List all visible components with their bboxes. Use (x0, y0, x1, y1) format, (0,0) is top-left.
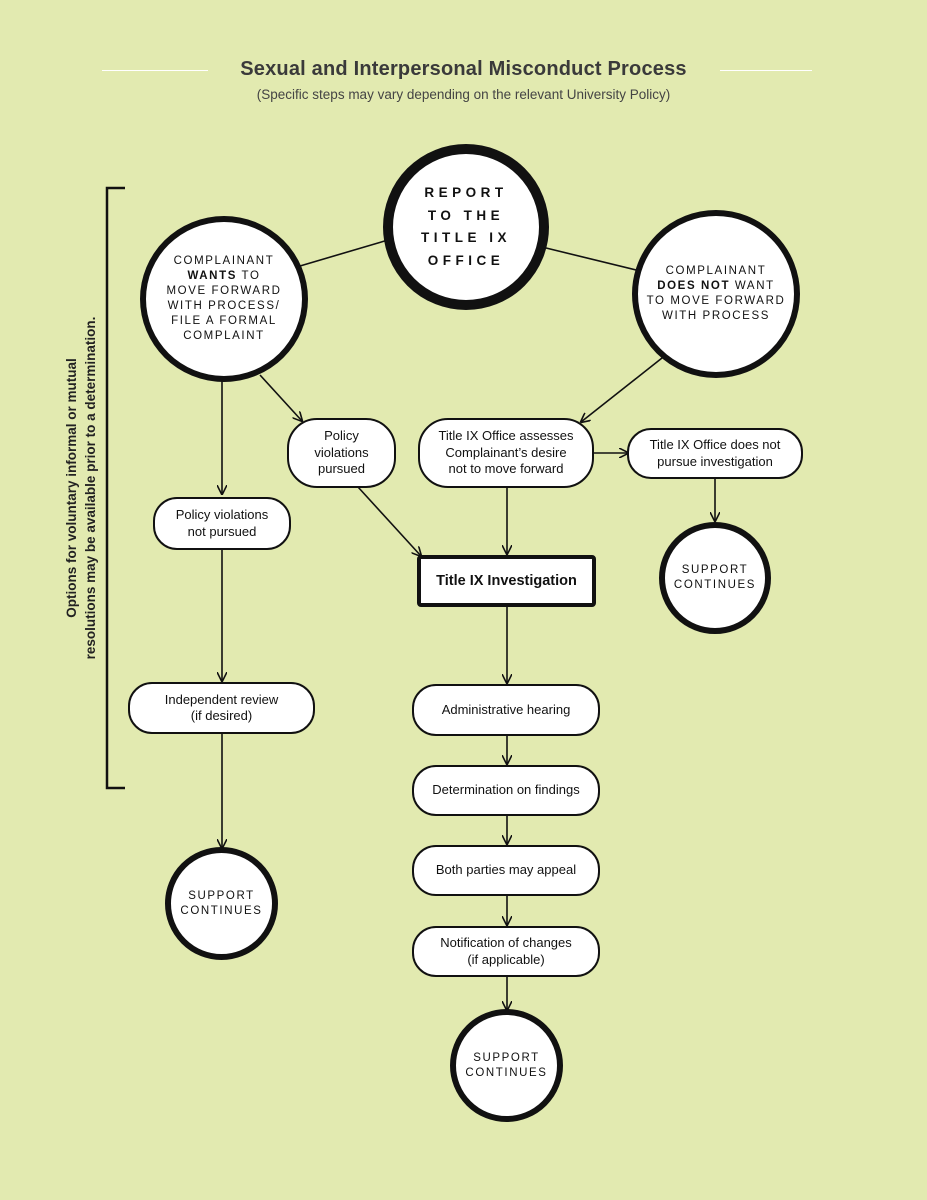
node-line: (if applicable) (467, 951, 545, 967)
node-line: Policy (324, 428, 359, 444)
support-line: CONTINUES (465, 1066, 548, 1079)
title-rule-right (720, 70, 812, 71)
side-bracket (105, 186, 125, 790)
doesnot-line-rest: WANT (730, 280, 775, 292)
support-continues-right: SUPPORT CONTINUES (659, 522, 771, 634)
node-line: (if desired) (190, 708, 253, 723)
doesnot-line: COMPLAINANT (665, 265, 767, 277)
wants-line: WANTS TO (166, 269, 281, 284)
report-circle: REPORT TO THE TITLE IX OFFICE (383, 144, 549, 310)
connector-report-wants (299, 239, 389, 267)
doesnot-line: DOES NOT WANT (647, 279, 786, 294)
report-line: TO THE (427, 207, 505, 223)
wants-line: WITH PROCESS/ (167, 300, 281, 312)
support-line: SUPPORT (473, 1051, 540, 1064)
wants-line: MOVE FORWARD (166, 285, 282, 297)
node-line: Independent review (164, 691, 279, 707)
node-line: violations (314, 444, 369, 460)
node-line: Complainant’s desire (445, 444, 567, 460)
determination-node: Determination on findings (412, 765, 600, 816)
arrow-wants-pursued (259, 374, 302, 421)
side-note-line1: Options for voluntary informal or mutual (64, 358, 79, 618)
arrow-pursued-investigation (357, 486, 421, 556)
page-subtitle: (Specific steps may vary depending on th… (256, 87, 671, 102)
administrative-hearing-node: Administrative hearing (412, 684, 600, 736)
support-line: CONTINUES (180, 904, 263, 917)
page-title: Sexual and Interpersonal Misconduct Proc… (240, 58, 687, 80)
doesnot-line: WITH PROCESS (661, 310, 770, 322)
title-ix-investigation-node: Title IX Investigation (417, 555, 596, 607)
assesses-node: Title IX Office assesses Complainant’s d… (418, 418, 594, 488)
node-line: Title IX Office does not (649, 437, 781, 452)
wants-line: FILE A FORMAL (171, 315, 277, 327)
appeal-node: Both parties may appeal (412, 845, 600, 896)
node-line: Notification of changes (440, 935, 572, 950)
support-line: CONTINUES (673, 579, 757, 591)
node-line: pursued (318, 461, 365, 477)
does-not-pursue-node: Title IX Office does not pursue investig… (627, 428, 803, 479)
complainant-wants-circle: COMPLAINANT WANTS TO MOVE FORWARD WITH P… (140, 216, 308, 382)
node-line: not to move forward (448, 461, 564, 477)
node-line: Policy violations (175, 507, 269, 522)
support-continues-bottom: SUPPORT CONTINUES (450, 1009, 563, 1122)
doesnot-emphasis: DOES NOT (657, 280, 731, 292)
report-line: OFFICE (427, 252, 505, 268)
wants-emphasis: WANTS (187, 270, 237, 282)
arrow-doesnot-assesses (581, 357, 663, 422)
wants-line: COMPLAINANT (173, 255, 275, 267)
wants-line: COMPLAINT (183, 330, 265, 342)
node-line: Title IX Office assesses (438, 428, 574, 444)
doesnot-line: TO MOVE FORWARD (646, 295, 786, 307)
report-line: TITLE IX (421, 230, 511, 245)
node-line: pursue investigation (657, 453, 773, 469)
wants-line-rest: TO (236, 270, 261, 282)
support-continues-left: SUPPORT CONTINUES (165, 847, 278, 960)
notification-node: Notification of changes (if applicable) (412, 926, 600, 977)
complainant-does-not-circle: COMPLAINANT DOES NOT WANT TO MOVE FORWAR… (632, 210, 800, 378)
support-line: SUPPORT (188, 889, 255, 902)
connector-report-doesnot (541, 246, 637, 271)
independent-review-node: Independent review (if desired) (128, 682, 315, 734)
side-note-line2: resolutions may be available prior to a … (83, 316, 98, 660)
report-line: REPORT (424, 185, 508, 200)
policy-not-pursued-node: Policy violations not pursued (153, 497, 291, 550)
support-line: SUPPORT (681, 564, 749, 576)
policy-pursued-node: Policy violations pursued (287, 418, 396, 488)
node-line: not pursued (187, 523, 257, 539)
title-rule-left (102, 70, 208, 71)
